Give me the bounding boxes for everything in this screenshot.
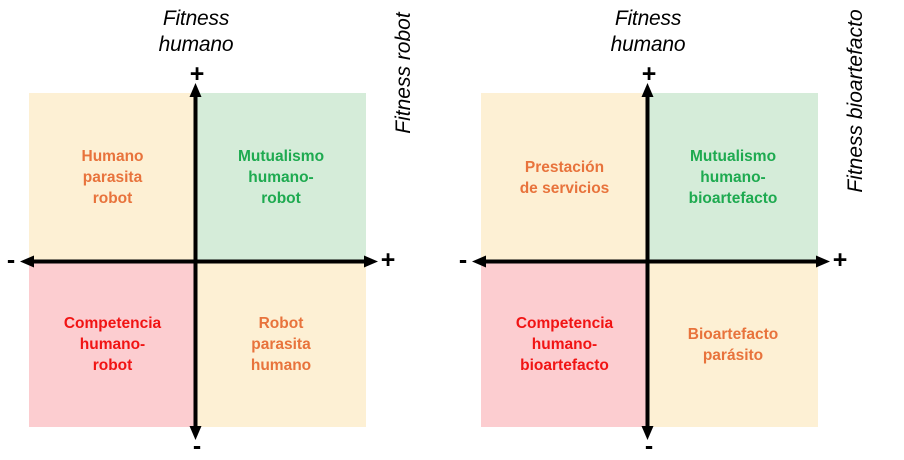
quadrant-label-line: bioartefacto xyxy=(520,357,609,374)
quadrant-label-line: Prestación xyxy=(524,158,605,176)
quadrant-label-line: de servicios xyxy=(519,179,610,197)
y-axis-title-line1: Fitness xyxy=(162,7,230,30)
quadrant-label-line: Competencia xyxy=(63,315,162,332)
y-axis-title-line1: Fitness xyxy=(614,7,682,30)
y-axis-minus-sign: - xyxy=(644,432,654,460)
quadrant-diagram-robot: Fitness humano + - - + Humano parasita r… xyxy=(0,0,452,460)
quadrant-label-line: humano- xyxy=(531,336,598,353)
y-axis-title-line2: humano xyxy=(610,33,686,56)
quadrant-label-line: Bioartefacto xyxy=(687,325,779,343)
y-axis-title-line2: humano xyxy=(158,33,234,56)
quadrant-label-line: humano- xyxy=(248,169,314,186)
x-axis-minus-sign: - xyxy=(6,246,16,274)
quadrant-bottom-right: Bioartefacto parásito xyxy=(648,262,818,427)
x-axis-minus-sign: - xyxy=(458,246,468,274)
quadrant-label-line: parasita xyxy=(251,336,311,353)
quadrant-label-line: Mutualismo xyxy=(689,148,777,165)
quadrant-label-line: Humano xyxy=(81,148,144,165)
quadrant-label-line: robot xyxy=(92,190,133,207)
quadrant-label-line: humano xyxy=(250,357,312,374)
quadrant-label-line: robot xyxy=(261,190,301,207)
quadrant-grid: Humano parasita robot Mutualismo humano-… xyxy=(29,93,366,427)
quadrant-label-line: Robot xyxy=(258,315,304,332)
quadrant-bottom-left: Competencia humano- robot xyxy=(29,262,196,427)
quadrant-label-line: Mutualismo xyxy=(237,148,325,165)
horizontal-axis-arrow-icon xyxy=(472,255,830,268)
quadrant-top-left: Humano parasita robot xyxy=(29,93,196,262)
horizontal-axis-arrow-icon xyxy=(20,255,378,268)
quadrant-top-right: Mutualismo humano- bioartefacto xyxy=(648,93,818,262)
quadrant-bottom-right: Robot parasita humano xyxy=(196,262,366,427)
x-axis-plus-sign: + xyxy=(832,246,848,274)
quadrant-diagram-bioartefacto: Fitness humano + - - + Prestación de ser… xyxy=(452,0,904,460)
quadrant-label-line: parasita xyxy=(82,169,143,186)
quadrant-label-line: humano- xyxy=(700,169,766,186)
y-axis-plus-sign: + xyxy=(189,60,205,88)
x-axis-plus-sign: + xyxy=(380,246,396,274)
quadrant-top-left: Prestación de servicios xyxy=(481,93,648,262)
quadrant-grid: Prestación de servicios Mutualismo human… xyxy=(481,93,818,427)
quadrant-top-right: Mutualismo humano- robot xyxy=(196,93,366,262)
x-axis-title-bioartefacto: Fitness bioartefacto xyxy=(844,9,867,193)
quadrant-label-line: robot xyxy=(92,357,133,374)
quadrant-label-line: Competencia xyxy=(515,315,614,332)
y-axis-minus-sign: - xyxy=(192,432,202,460)
x-axis-title-robot: Fitness robot xyxy=(392,12,415,134)
quadrant-label-line: humano- xyxy=(79,336,146,353)
y-axis-plus-sign: + xyxy=(641,60,657,88)
quadrant-label-line: parásito xyxy=(702,346,764,364)
quadrant-bottom-left: Competencia humano- bioartefacto xyxy=(481,262,648,427)
y-axis-title-bioartefacto: Fitness humano xyxy=(548,6,748,58)
y-axis-title-robot: Fitness humano xyxy=(96,6,296,58)
quadrant-label-line: bioartefacto xyxy=(688,190,778,207)
